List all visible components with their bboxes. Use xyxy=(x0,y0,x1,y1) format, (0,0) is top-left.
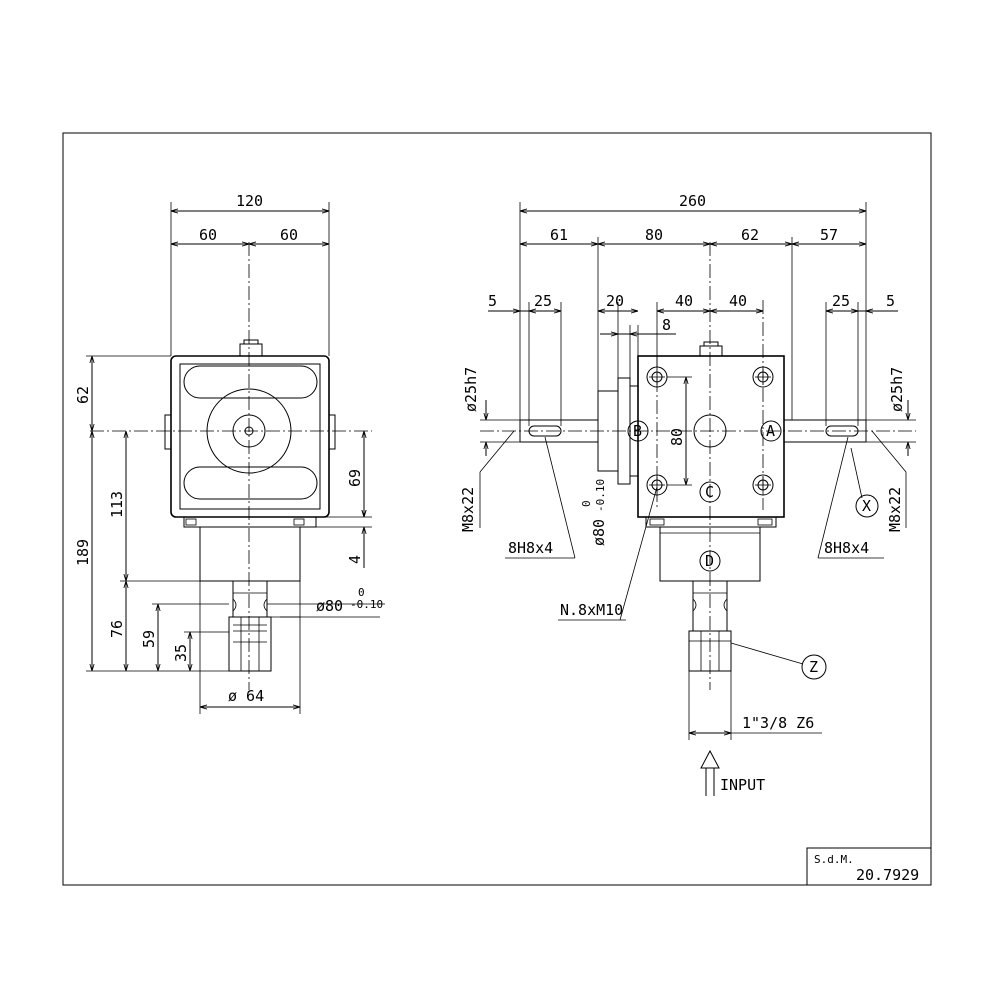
right-dim-pilot-tol-upper: 0 xyxy=(580,500,593,507)
label-D: D xyxy=(699,550,721,572)
right-dim-40b: 40 xyxy=(729,292,747,310)
right-dim-seg-61: 61 xyxy=(550,226,568,244)
left-dim-pilot-tol-lower: -0.10 xyxy=(350,598,383,611)
label-X: X xyxy=(850,447,879,518)
right-dim-40a: 40 xyxy=(675,292,693,310)
right-dim-seg-57: 57 xyxy=(820,226,838,244)
title-block-number: 20.7929 xyxy=(856,866,919,884)
right-holes-callout: N.8xM10 xyxy=(560,601,623,619)
left-dim-height-total: 189 xyxy=(74,539,92,566)
svg-text:A: A xyxy=(766,422,775,440)
right-dim-8: 8 xyxy=(662,316,671,334)
left-dim-width-right: 60 xyxy=(280,226,298,244)
right-dim-right-5: 5 xyxy=(886,292,895,310)
right-key-left: 8H8x4 xyxy=(508,539,553,557)
left-dim-height-59: 59 xyxy=(140,630,158,648)
left-dim-height-4: 4 xyxy=(346,555,364,564)
right-dim-total: 260 xyxy=(679,192,706,210)
left-dim-height-69: 69 xyxy=(346,469,364,487)
left-housing xyxy=(170,355,330,518)
left-dim-height-top: 62 xyxy=(74,386,92,404)
label-B: B xyxy=(627,420,649,442)
left-dim-height-113: 113 xyxy=(108,491,126,518)
left-dim-height-76: 76 xyxy=(108,620,126,638)
right-dim-seg-62: 62 xyxy=(741,226,759,244)
left-dim-pilot-dia: ø80 xyxy=(316,597,343,615)
svg-text:X: X xyxy=(862,497,871,515)
left-view: 120 60 60 62 189 113 76 59 35 69 4 ø80 xyxy=(74,192,385,714)
left-dim-width-left: 60 xyxy=(199,226,217,244)
svg-text:B: B xyxy=(633,422,642,440)
right-key-right: 8H8x4 xyxy=(824,539,869,557)
title-block: S.d.M. 20.7929 xyxy=(806,847,932,886)
svg-text:C: C xyxy=(705,483,714,501)
right-shaft-right-dia: ø25h7 xyxy=(888,367,906,412)
right-dim-pilot-tol-lower: -0.10 xyxy=(594,479,607,512)
svg-text:D: D xyxy=(705,552,714,570)
left-dim-width-total: 120 xyxy=(236,192,263,210)
right-dim-pilot-dia: ø80 xyxy=(590,519,608,546)
right-dim-bolt-80: 80 xyxy=(668,428,686,446)
input-arrow xyxy=(700,749,720,796)
left-dim-height-35: 35 xyxy=(172,644,190,662)
label-C: C xyxy=(699,481,721,503)
right-thread-left: M8x22 xyxy=(459,487,477,532)
left-dim-pilot-tol-upper: 0 xyxy=(358,586,365,599)
right-dim-20: 20 xyxy=(606,292,624,310)
right-dim-seg-80: 80 xyxy=(645,226,663,244)
right-dim-left-25: 25 xyxy=(534,292,552,310)
input-label: INPUT xyxy=(720,776,765,794)
right-spline-callout: 1"3/8 Z6 xyxy=(742,714,814,732)
left-dim-flange-dia: ø 64 xyxy=(228,687,264,705)
right-view: 260 61 80 62 57 5 25 20 40 40 25 5 8 xyxy=(459,192,916,796)
right-shaft-left-dia: ø25h7 xyxy=(462,367,480,412)
svg-text:Z: Z xyxy=(809,658,818,676)
right-thread-right: M8x22 xyxy=(886,487,904,532)
right-dim-left-5: 5 xyxy=(488,292,497,310)
label-Z: Z xyxy=(730,642,827,680)
label-A: A xyxy=(760,420,782,442)
drawing-frame xyxy=(62,132,932,886)
right-dim-right-25: 25 xyxy=(832,292,850,310)
title-block-maker: S.d.M. xyxy=(814,853,854,866)
